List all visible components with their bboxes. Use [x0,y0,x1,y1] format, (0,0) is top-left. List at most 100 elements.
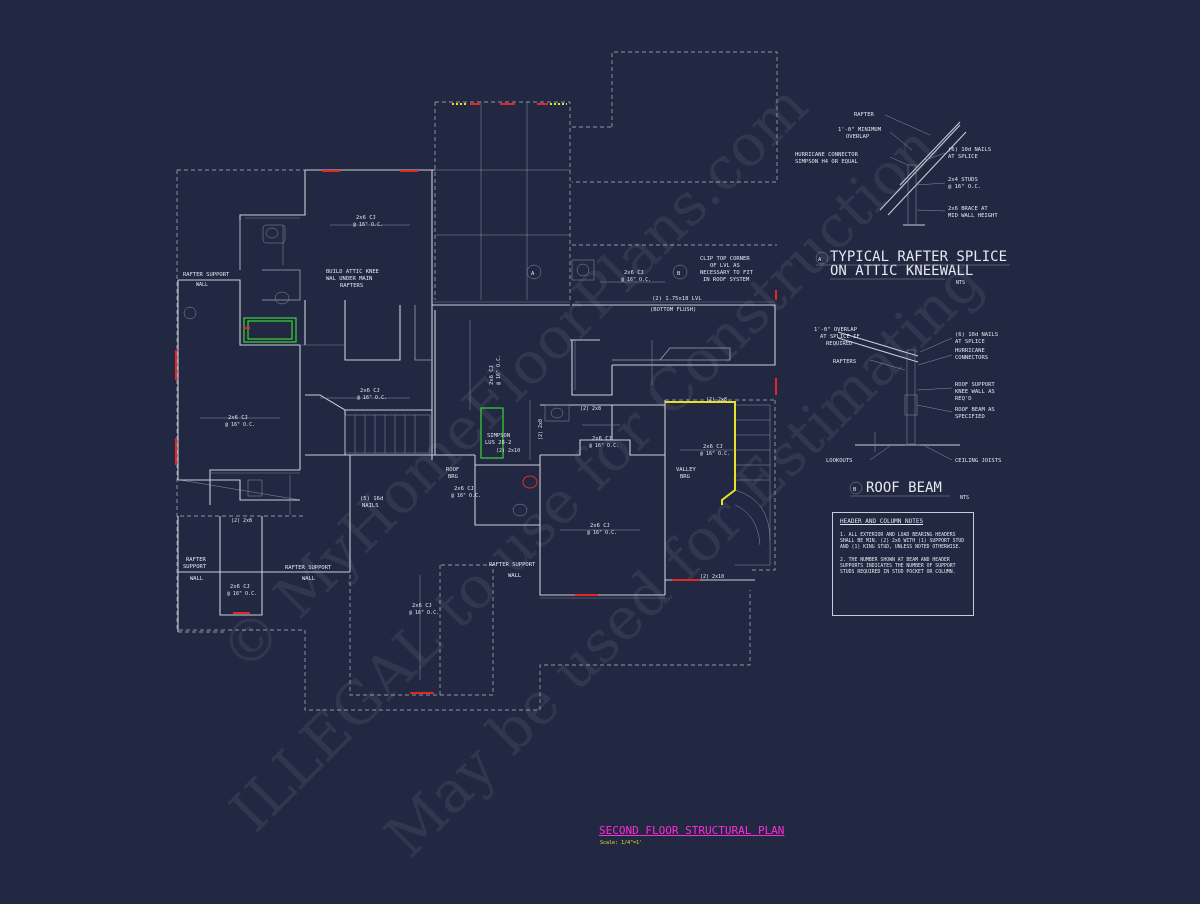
rafter-support-2-line-3: WALL [190,576,204,582]
detail-a-tag: A [818,257,822,263]
detail-b-title: ROOF BEAM [866,480,942,496]
roof-brg-line-1: ROOF [446,467,459,473]
cj-oc-label-1: @ 16" O.C. [353,222,383,228]
detail-b-hurricane-2: CONNECTORS [955,355,988,361]
section-tag-a: A [531,271,535,277]
cj-label-6: 2x6 CJ [412,603,432,609]
watermark: © MyHomeFloorPlans.com ILLEGAL to use fo… [207,71,996,870]
rafter-support-wall-label-1: WALL [196,282,208,288]
detail-b-hurricane-1: HURRICANE [955,348,985,354]
detail-b-knee-2: KNEE WALL AS [955,389,995,395]
detail-a-nails-1: (6) 10d NAILS [948,147,991,153]
cj-label-5: 2x6 CJ [703,444,723,450]
lvl-flush-label: (BOTTOM FLUSH) [650,307,696,313]
detail-b-overlap-3: REQUIRED [826,341,853,347]
rafter-support-4-line-1: RAFTER SUPPORT [489,562,536,568]
plan-title: SECOND FLOOR STRUCTURAL PLAN [599,824,785,837]
wall-hatching [210,217,775,599]
clip-line-1: CLIP TOP CORNER [700,256,750,262]
header-2x8-c: (2) 2x8 [231,518,252,524]
plan-labels: 2x6 CJ @ 16" O.C. 2x6 CJ @ 16" O.C. 2x6 … [183,215,754,616]
detail-a-brace-1: 2x6 BRACE AT [948,206,988,212]
roof-brg-line-2: BRG [448,474,458,480]
rafter-support-label-1: RAFTER SUPPORT [183,272,230,278]
detail-b-beam-2: SPECIFIED [955,414,985,420]
plan-scale: Scale: 1/4"=1' [600,840,643,846]
detail-a-title-1: TYPICAL RAFTER SPLICE [830,249,1007,265]
cj-label-10: 2x6 CJ [624,270,644,276]
cj-oc-label-5: @ 16" O.C. [700,451,730,457]
detail-b-overlap-1: 1'-0" OVERLAP [814,327,858,333]
rafter-support-4-line-2: WALL [508,573,522,579]
simpson-line-2: LUS 28-2 [485,440,512,446]
cj-label-11: 2x6 CJ [489,365,495,385]
note-2: 2. THE NUMBER SHOWN AT BEAM AND HEADER S… [840,557,956,576]
header-2x8-d: (2) 2x8 [538,419,544,440]
header-2x10-b: (2) 2x10 [700,574,724,580]
red-headers [175,103,777,694]
detail-b-ceiling: CEILING JOISTS [955,458,1001,464]
nails-line-1: (5) 16d [360,496,383,502]
cj-label-8: 2x6 CJ [592,436,612,442]
cj-oc-label-11: @ 16" O.C. [496,355,502,385]
detail-b-knee-1: ROOF SUPPORT [955,382,995,388]
section-tag-b: B [677,271,681,277]
detail-b-roof-beam: 1'-0" OVERLAP AT SPLICE IF REQUIRED (6) … [814,327,1001,501]
cj-oc-label-7: @ 16" O.C. [227,591,257,597]
walls [177,169,776,632]
cj-oc-label-9: @ 16" O.C. [451,493,481,499]
yellow-beams [452,103,736,505]
cj-label-9: 2x6 CJ [454,486,474,492]
joist-arrows [200,224,735,680]
detail-a-hurricane-1: HURRICANE CONNECTOR [795,152,859,158]
fixtures [183,224,595,517]
build-attic-line-1: BUILD ATTIC KNEE [326,269,379,275]
cj-oc-label-4: @ 16" O.C. [587,530,617,536]
cj-oc-label-10: @ 16" O.C. [621,277,651,283]
cj-label-4: 2x6 CJ [590,523,610,529]
header-2x8-b: (2) 2x8 [706,397,727,403]
build-attic-line-2: WAL UNDER MAIN [326,276,372,282]
detail-a-rafter: RAFTER [854,112,875,118]
rafter-support-3-line-2: WALL [302,576,316,582]
clip-line-3: NECESSARY TO FIT [700,270,754,276]
detail-a-nails-2: AT SPLICE [948,154,978,160]
cj-oc-label-2: @ 16" O.C. [225,422,255,428]
cj-label-2: 2x6 CJ [228,415,248,421]
detail-a-rafter-splice: RAFTER 1'-0" MINIMUM OVERLAP HURRICANE C… [795,112,1010,286]
detail-a-overlap-2: OVERLAP [846,134,870,140]
rafter-support-3-line-1: RAFTER SUPPORT [285,565,332,571]
detail-b-nts: NTS [960,495,969,501]
detail-b-nails-2: AT SPLICE [955,339,985,345]
cj-label-1: 2x6 CJ [356,215,376,221]
detail-b-beam-1: ROOF BEAM AS [955,407,995,413]
cj-oc-label-6: @ 16" O.C. [409,610,439,616]
detail-b-lookouts: LOOKOUTS [826,458,853,464]
header-2x10-a: (2) 2x10 [496,448,520,454]
stairs [344,404,771,566]
detail-a-nts: NTS [956,280,965,286]
cj-label-7: 2x6 CJ [230,584,250,590]
build-attic-line-3: RAFTERS [340,283,363,289]
header-2x8-a: (2) 2x8 [580,406,601,412]
valley-line-1: VALLEY [676,467,697,473]
note-1: 1. ALL EXTERIOR AND LOAD BEARING HEADERS… [840,533,965,551]
clip-line-4: IN ROOF SYSTEM [703,277,750,283]
watermark-line-2: ILLEGAL to use for Construction [217,112,950,845]
detail-b-knee-3: REQ'D [955,396,972,402]
rafter-support-2-line-1: RAFTER [186,557,207,563]
clip-line-2: OF LVL AS [710,263,740,269]
detail-a-hurricane-2: SIMPSON H4 OR EQUAL [795,159,859,165]
detail-b-tag: B [853,487,857,493]
notes-title: HEADER AND COLUMN NOTES [840,518,924,525]
cj-oc-label-8: @ 16" O.C. [589,443,619,449]
cj-oc-label-3: @ 16" O.C. [357,395,387,401]
detail-b-overlap-2: AT SPLICE IF [820,334,860,340]
detail-a-studs-1: 2x4 STUDS [948,177,978,183]
detail-b-nails-1: (6) 10d NAILS [955,332,998,338]
header-column-notes: HEADER AND COLUMN NOTES 1. ALL EXTERIOR … [832,512,974,616]
detail-a-studs-2: @ 16" O.C. [948,184,981,190]
detail-a-overlap-1: 1'-0" MINIMUM [838,127,882,133]
detail-a-title-2: ON ATTIC KNEEWALL [830,263,973,279]
